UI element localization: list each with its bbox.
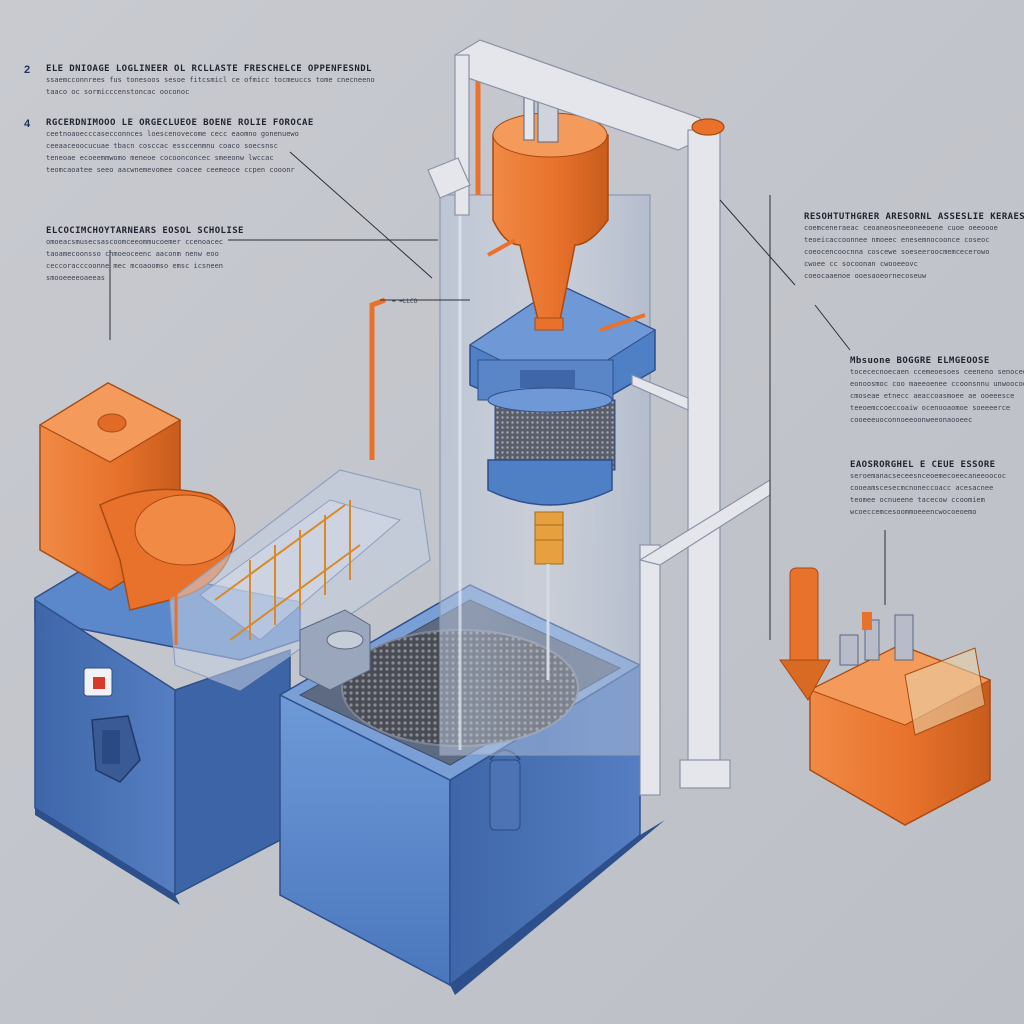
callout-4-line: cwoee cc socoonan cwooeeovc bbox=[804, 260, 918, 268]
right-orange-unit bbox=[779, 567, 992, 826]
callout-3-line: taoamecoonsso cnmoeoceenc aaconm nenw eo… bbox=[46, 250, 219, 258]
callout-3-line: smooeeeeoaeeas bbox=[46, 274, 106, 282]
callout-6-title: EAOSRORGHEL E CEUE ESSORE bbox=[850, 460, 996, 470]
callout-5-line: eonoosmoc coo maeeoenee ccoonsnnu unwooc… bbox=[850, 380, 1024, 388]
callout-4-line: coemceneraeac ceoaneosneeoneeoene cuoe o… bbox=[804, 224, 998, 232]
callout-2: 4 RGCERDNIMOOO LE ORGECLUEOE BOENE ROLIE… bbox=[24, 118, 314, 176]
callout-5-title: Mbsuone BOGGRE ELMGEOOSE bbox=[850, 356, 990, 366]
callout-4-title: RESOHTUTHGRER ARESORNL ASSESLIE KERAESR bbox=[804, 212, 1024, 222]
callout-2-title: RGCERDNIMOOO LE ORGECLUEOE BOENE ROLIE F… bbox=[46, 118, 314, 128]
blue-cylinder-unit bbox=[469, 284, 657, 680]
callout-4-line: coeocencoocnna coscewe soeseeroocmemcece… bbox=[804, 248, 990, 256]
callout-3-line: ceccoracccoonne mec mcoaoomso emsc icsne… bbox=[46, 262, 224, 270]
callout-5-line: cooeeeuoconnoeeoonweeonaooeec bbox=[850, 416, 973, 424]
callout-1: 2 ELE DNIOAGE LOGLINEER OL RCLLASTE FRES… bbox=[24, 64, 375, 98]
callout-4-line: coeocaaenoe ooesaoeornecoseuw bbox=[804, 272, 927, 280]
callout-5-line: tocececnoecaen ccemeoesoes ceeneno senoc… bbox=[850, 368, 1024, 376]
callout-6: EAOSRORGHEL E CEUE ESSORE seroemanacsece… bbox=[850, 460, 1006, 518]
callout-2-line: ceetnoaoecccasecconnces loescenovecome c… bbox=[46, 130, 299, 138]
callout-6-line: wcoeccemcesoommoeeencwocoeoemo bbox=[850, 508, 977, 516]
callout-3: ELCOCIMCHOYTARNEARS EOSOL SCHOLISE omoea… bbox=[46, 226, 244, 284]
callout-3-line: omoeacsmusecsascoomceeommucoemer ccenoac… bbox=[46, 238, 224, 246]
callout-1-line: taaco oc sormicccenstoncac ooconoc bbox=[46, 88, 190, 96]
transparent-conveyor bbox=[169, 297, 431, 691]
callout-1-line: ssaemcconnrees fus tonesoos sesoe fitcsm… bbox=[46, 76, 375, 84]
gantry-frame bbox=[427, 39, 771, 796]
callout-2-line: teomcaoatee seeo aacwnemevomee coacee ce… bbox=[46, 166, 295, 174]
callout-5: Mbsuone BOGGRE ELMGEOOSE tocececnoecaen … bbox=[850, 356, 1024, 426]
callout-6-line: teomee ocnueene tacecow ccoomiem bbox=[850, 496, 985, 504]
callout-6-line: seroemanacseceesnceoemecoeecaneeoococ bbox=[850, 472, 1006, 480]
leader-lines bbox=[109, 151, 886, 640]
callout-5-line: cmoseae etnecc aeaccoasmoee ae ooeeesce bbox=[850, 392, 1015, 400]
callout-1-title: ELE DNIOAGE LOGLINEER OL RCLLASTE FRESCH… bbox=[46, 64, 372, 74]
callout-3-title: ELCOCIMCHOYTARNEARS EOSOL SCHOLISE bbox=[46, 226, 244, 236]
callout-2-line: teneoae ecoeemmwomo meneoe cocoonconcec … bbox=[46, 154, 274, 162]
callout-4: RESOHTUTHGRER ARESORNL ASSESLIE KERAESR … bbox=[804, 212, 1024, 282]
left-cabinet bbox=[34, 561, 301, 905]
orange-hopper bbox=[475, 75, 609, 331]
callout-6-line: cooeamscesecmcnoneccoacc acesacnee bbox=[850, 484, 994, 492]
callout-2-number: 4 bbox=[24, 118, 31, 130]
callout-2-line: ceeaaceoocucuae tbacn cosccac essccenmnu… bbox=[46, 142, 278, 150]
callout-1-number: 2 bbox=[24, 64, 31, 76]
pipe-label: = =LLCO bbox=[392, 298, 418, 305]
callout-5-line: teeoemccoeccoaiw ocenooaomoe soeeeerce bbox=[850, 404, 1011, 412]
callout-4-line: teoeicaccoonnee nmoeec enesemnocoonce co… bbox=[804, 236, 990, 244]
